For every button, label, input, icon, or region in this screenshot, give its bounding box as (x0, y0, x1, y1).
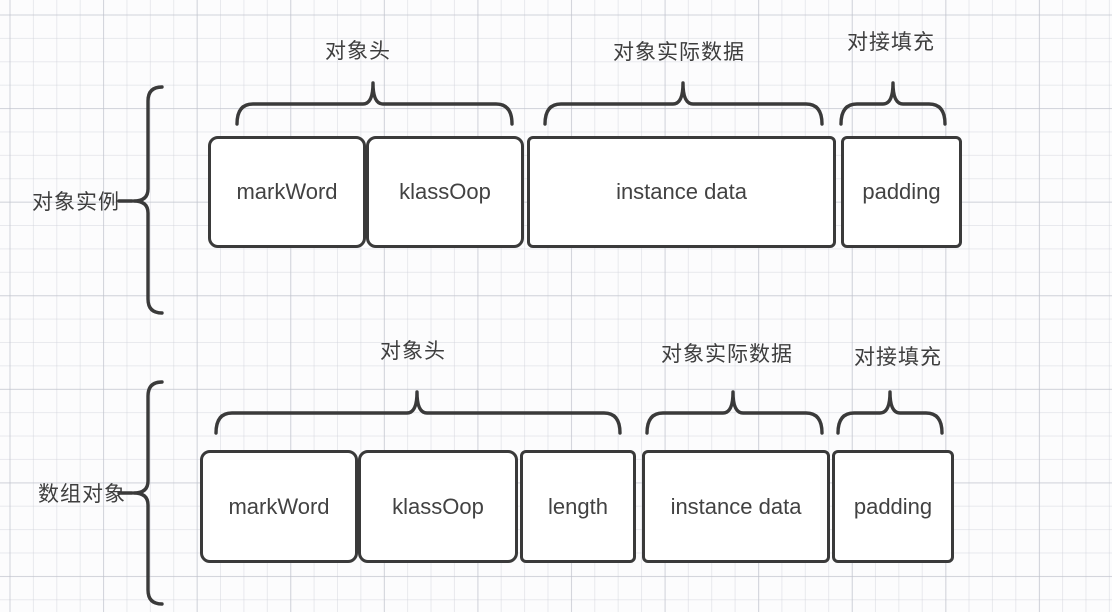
row2-side-label: 数组对象 (38, 483, 126, 506)
row1-cell-padding: padding (841, 136, 962, 248)
row1-group-label-padding: 对接填充 (847, 31, 935, 54)
row1-group-label-instance-data: 对象实际数据 (613, 41, 745, 64)
row1-cell-klassoop: klassOop (366, 136, 524, 248)
row2-cell-klassoop: klassOop (358, 450, 518, 563)
row2-group-label-instance-data: 对象实际数据 (661, 343, 793, 366)
row1-cell-instance-data: instance data (527, 136, 836, 248)
brace-row2-object-header-icon (214, 390, 622, 435)
brace-row2-side-icon (132, 380, 164, 606)
brace-row1-instance-data-icon (543, 81, 824, 126)
brace-row1-object-header-icon (235, 81, 514, 126)
brace-row1-side-icon (132, 85, 164, 315)
brace-row2-padding-icon (836, 390, 944, 435)
brace-row1-padding-icon (839, 81, 947, 126)
row2-group-label-object-header: 对象头 (380, 340, 446, 363)
row2-cell-length: length (520, 450, 636, 563)
row2-cell-padding: padding (832, 450, 954, 563)
row2-cell-instance-data: instance data (642, 450, 830, 563)
row2-group-label-padding: 对接填充 (854, 346, 942, 369)
brace-row2-instance-data-icon (645, 390, 824, 435)
row1-side-label: 对象实例 (32, 191, 120, 214)
row2-cell-markword: markWord (200, 450, 358, 563)
row1-group-label-object-header: 对象头 (325, 40, 391, 63)
row1-cell-markword: markWord (208, 136, 366, 248)
